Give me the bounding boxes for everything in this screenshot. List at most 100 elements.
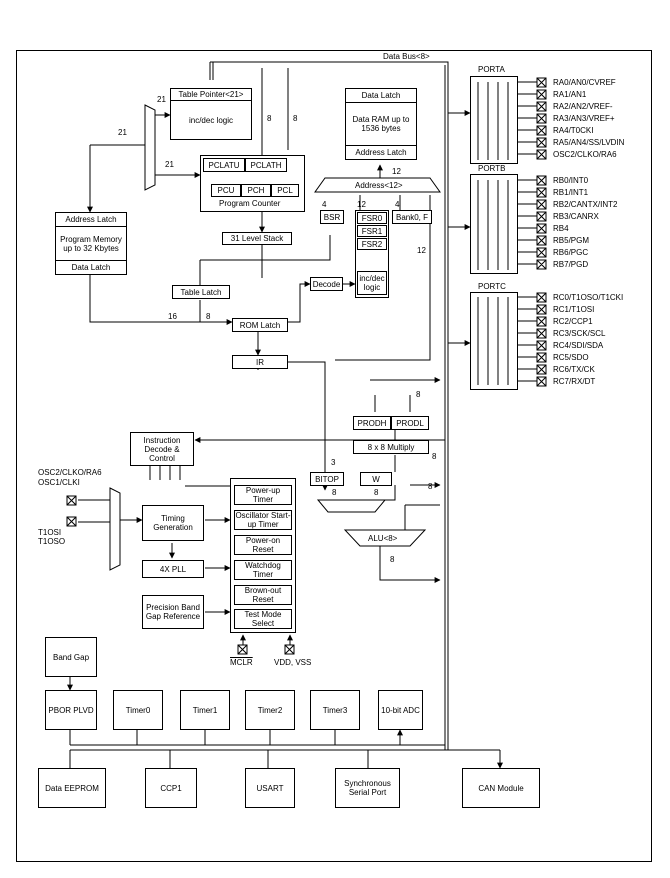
bus-width-label: 4 bbox=[395, 200, 400, 209]
portc-pin: RC1/T1OSI bbox=[553, 305, 595, 314]
ir-register: IR bbox=[232, 355, 288, 369]
osc1-pin-label: OSC1/CLKI bbox=[38, 478, 80, 487]
dr-address-latch: Address Latch bbox=[346, 145, 416, 159]
portb-title: PORTB bbox=[478, 164, 506, 173]
bitop-mux bbox=[316, 499, 387, 513]
pclatu-register: PCLATU bbox=[203, 158, 245, 172]
pcl-register: PCL bbox=[271, 184, 299, 197]
brown-out-reset: Brown-out Reset bbox=[234, 585, 292, 605]
multiply-block: 8 x 8 Multiply bbox=[353, 440, 429, 454]
bus-width-label: 8 bbox=[293, 114, 298, 123]
portc-pin: RC5/SDO bbox=[553, 353, 589, 362]
fsr1-register: FSR1 bbox=[357, 225, 387, 237]
decode-block: Decode bbox=[310, 277, 343, 291]
porta-pin: OSC2/CLKO/RA6 bbox=[553, 150, 617, 159]
reset-column: Power-up Timer Oscillator Start-up Timer… bbox=[230, 478, 296, 633]
portb-pin: RB1/INT1 bbox=[553, 188, 589, 197]
bus-width-label: 8 bbox=[267, 114, 272, 123]
w-register: W bbox=[360, 472, 392, 486]
prodh-register: PRODH bbox=[353, 416, 391, 430]
stack-block: 31 Level Stack bbox=[222, 232, 292, 245]
alu-shape bbox=[343, 529, 427, 547]
porta-title: PORTA bbox=[478, 65, 505, 74]
pcu-register: PCU bbox=[211, 184, 241, 197]
portb-pin: RB6/PGC bbox=[553, 248, 589, 257]
data-bus-main bbox=[209, 61, 449, 750]
bus-width-label: 4 bbox=[322, 200, 327, 209]
prodl-register: PRODL bbox=[391, 416, 429, 430]
bus-width-label: 8 bbox=[390, 555, 395, 564]
oscillator-startup-timer: Oscillator Start-up Timer bbox=[234, 510, 292, 530]
timer1-block: Timer1 bbox=[180, 690, 230, 730]
pbor-plvd-block: PBOR PLVD bbox=[45, 690, 97, 730]
bus-width-label: 21 bbox=[157, 95, 166, 104]
bus-width-label: 8 bbox=[416, 390, 421, 399]
bus-width-label: 12 bbox=[417, 246, 426, 255]
portc-pin: RC2/CCP1 bbox=[553, 317, 593, 326]
portc-block bbox=[470, 292, 518, 390]
porta-block bbox=[470, 76, 518, 164]
bus-width-label: 8 bbox=[206, 312, 211, 321]
porta-pin: RA4/T0CKI bbox=[553, 126, 594, 135]
portb-pin: RB2/CANTX/INT2 bbox=[553, 200, 618, 209]
porta-pin: RA1/AN1 bbox=[553, 90, 587, 99]
power-up-timer: Power-up Timer bbox=[234, 485, 292, 505]
fsr2-register: FSR2 bbox=[357, 238, 387, 250]
tp-inc-dec-logic: inc/dec logic bbox=[188, 115, 234, 125]
ccp1-block: CCP1 bbox=[145, 768, 197, 808]
portc-pin: RC0/T1OSO/T1CKI bbox=[553, 293, 624, 302]
bus-width-label: 3 bbox=[331, 458, 336, 467]
bus-width-label: 8 bbox=[432, 452, 437, 461]
bus-width-label: 8 bbox=[428, 482, 433, 491]
t1osi-pin-label: T1OSI bbox=[38, 528, 62, 537]
alu-label: ALU<8> bbox=[368, 534, 398, 543]
porta-pin: RA0/AN0/CVREF bbox=[553, 78, 616, 87]
bus-width-label: 12 bbox=[357, 200, 366, 209]
bus-width-label: 21 bbox=[165, 160, 174, 169]
dr-data-latch: Data Latch bbox=[346, 89, 416, 103]
bus-width-label: 21 bbox=[118, 128, 127, 137]
power-on-reset: Power-on Reset bbox=[234, 535, 292, 555]
fsr-inc-dec-logic: inc/dec logic bbox=[357, 271, 387, 295]
portb-pin: RB0/INT0 bbox=[553, 176, 589, 185]
data-bus-label: Data Bus<8> bbox=[383, 52, 430, 61]
table-latch-block: Table Latch bbox=[172, 285, 230, 299]
porta-pin: RA3/AN3/VREF+ bbox=[553, 114, 615, 123]
timer2-block: Timer2 bbox=[245, 690, 295, 730]
rom-latch-block: ROM Latch bbox=[232, 318, 288, 332]
portb-pin: RB5/PGM bbox=[553, 236, 590, 245]
portb-pin: RB7/PGD bbox=[553, 260, 589, 269]
bsr-register: BSR bbox=[320, 210, 344, 224]
bus-width-label: 12 bbox=[392, 167, 401, 176]
portb-pin: RB3/CANRX bbox=[553, 212, 599, 221]
portb-pin: RB4 bbox=[553, 224, 569, 233]
t1oso-pin-label: T1OSO bbox=[38, 537, 66, 546]
bank-register: Bank0, F bbox=[392, 210, 432, 224]
precision-reference-block: Precision Band Gap Reference bbox=[142, 595, 204, 629]
timer0-block: Timer0 bbox=[113, 690, 163, 730]
portc-pin: RC3/SCK/SCL bbox=[553, 329, 606, 338]
osc2-pin-label: OSC2/CLKO/RA6 bbox=[38, 468, 102, 477]
bus-width-label: 16 bbox=[168, 312, 177, 321]
portc-pin: RC7/RX/DT bbox=[553, 377, 596, 386]
program-counter-label: Program Counter bbox=[219, 199, 281, 208]
table-pointer-label: Table Pointer<21> bbox=[171, 89, 251, 101]
bitop-block: BITOP bbox=[310, 472, 344, 486]
data-ram-label: Data RAM up to 1536 bytes bbox=[352, 115, 410, 133]
program-counter-block: PCLATU PCLATH PCU PCH PCL Program Counte… bbox=[200, 155, 305, 212]
bus-width-label: 8 bbox=[374, 488, 379, 497]
mclr-pin-label: MCLR bbox=[230, 658, 253, 667]
ssp-block: Synchronous Serial Port bbox=[335, 768, 400, 808]
pll-block: 4X PLL bbox=[142, 560, 204, 578]
timer3-block: Timer3 bbox=[310, 690, 360, 730]
tp-mux bbox=[144, 104, 156, 191]
porta-pin: RA2/AN2/VREF- bbox=[553, 102, 613, 111]
timing-generation-block: Timing Generation bbox=[142, 505, 204, 541]
instruction-decode-block: Instruction Decode & Control bbox=[130, 432, 194, 466]
pclath-register: PCLATH bbox=[245, 158, 287, 172]
osc-mux bbox=[109, 487, 121, 571]
address-bus-label: Address<12> bbox=[355, 181, 403, 190]
address-bus-shape bbox=[314, 177, 441, 193]
